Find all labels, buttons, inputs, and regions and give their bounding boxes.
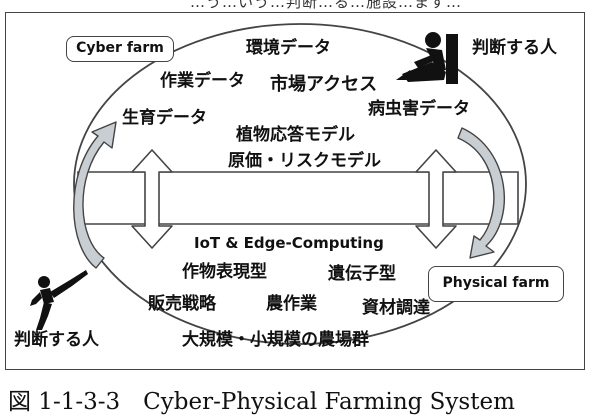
phenotype-label: 作物表現型 [182,262,267,282]
left-curved-arrow [73,121,117,269]
system-ellipse [73,23,527,345]
top-cropped-text-content: …う…いう…判断…る…施設…ます… [190,0,463,11]
top-cropped-text: …う…いう…判断…る…施設…ます… [0,0,592,12]
cost-risk-model-label: 原価・リスクモデル [228,151,381,171]
right-double-arrow [415,149,457,249]
growth-data-label: 生育データ [122,108,207,128]
plant-response-model-label: 植物応答モデル [236,125,355,145]
env-data-label: 環境データ [246,38,331,58]
left-double-arrow [131,149,173,249]
physical-farm-label: Physical farm [428,266,564,302]
pest-data-label: 病虫害データ [368,99,470,119]
decision-maker-bottom-label: 判断する人 [14,330,99,350]
person-sitting-with-laptop-icon [396,32,458,84]
right-curved-arrow [457,127,505,259]
farming-work-label: 農作業 [266,294,317,314]
procurement-label: 資材調達 [362,298,430,318]
genotype-label: 遺伝子型 [328,264,396,284]
iot-edge-label: IoT & Edge-Computing [194,234,384,252]
market-access-label: 市場アクセス [270,74,378,95]
cyber-farm-label: Cyber farm [66,36,174,62]
karate-kick-person-icon [30,270,88,330]
farm-scale-label: 大規模・小規模の農場群 [182,330,369,350]
work-data-label: 作業データ [160,71,245,91]
decision-maker-top-label: 判断する人 [472,38,557,58]
sales-strategy-label: 販売戦略 [148,294,216,314]
figure-caption: 図 1-1-3-3 Cyber-Physical Farming System [8,389,515,415]
